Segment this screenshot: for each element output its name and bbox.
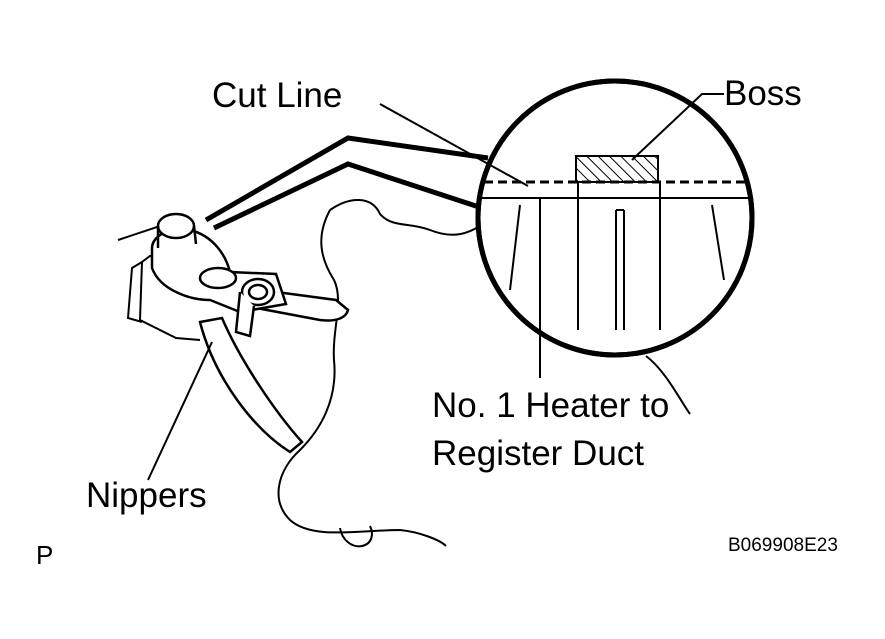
nippers-label: Nippers xyxy=(86,476,207,515)
cut-line-label: Cut Line xyxy=(212,76,343,115)
callout-lines xyxy=(204,135,489,231)
figure-code: B069908E23 xyxy=(728,535,838,556)
duct-label-line2: Register Duct xyxy=(432,434,645,473)
duct-tip-leader xyxy=(645,355,691,415)
leader-lines xyxy=(147,93,724,481)
cut-line-leader xyxy=(379,103,529,187)
nippers-illustration xyxy=(150,212,350,454)
boss-label: Boss xyxy=(724,74,802,113)
duct-illustration xyxy=(117,198,481,548)
magnifier-detail xyxy=(475,78,755,358)
duct-label-line1: No. 1 Heater to xyxy=(432,386,670,425)
boss-leader xyxy=(631,93,724,161)
page-mark: P xyxy=(36,540,54,570)
nippers-leader xyxy=(147,341,213,481)
